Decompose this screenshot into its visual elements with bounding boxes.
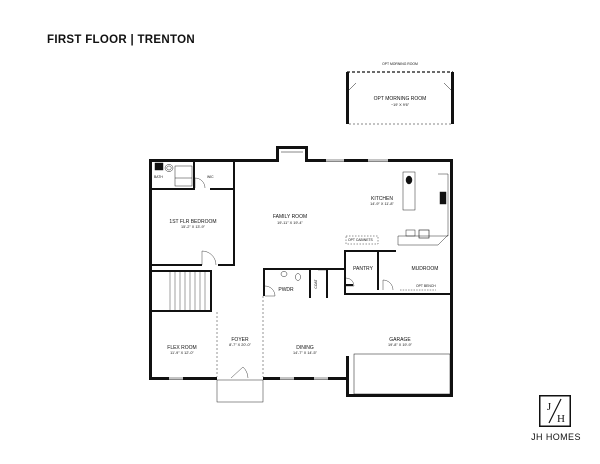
logo-letter-h: H: [557, 413, 565, 425]
dining-dim: 14'-7" X 14'-5": [293, 351, 318, 355]
windows: [169, 151, 388, 380]
bedroom-dim: 15'-2" X 13'-9": [181, 225, 206, 229]
fixtures: [154, 162, 451, 403]
family-room-label: FAMILY ROOM: [273, 214, 307, 220]
brand-name: JH HOMES: [531, 432, 581, 442]
bedroom-label: 1ST FLR BEDROOM: [169, 219, 216, 225]
foyer-label: FOYER: [231, 337, 249, 343]
coat-label: COAT: [314, 279, 318, 288]
jh-logo-icon: J H: [539, 395, 571, 427]
family-room-dim: 19'-11" X 19'-4": [277, 221, 303, 225]
doors: [194, 177, 394, 379]
garage-dim: 19'-8" X 19'-9": [388, 343, 413, 347]
pantry-label: PANTRY: [353, 266, 373, 272]
interior-walls: [152, 162, 453, 312]
flex-room-label: FLEX ROOM: [167, 345, 196, 351]
flex-room-dim: 11'-9" X 12'-0": [170, 351, 194, 355]
kitchen-label: KITCHEN: [371, 196, 393, 202]
foyer-dim: 8'-7" X 20'-0": [229, 343, 252, 347]
pwdr-label: PWDR: [278, 287, 294, 293]
dining-label: DINING: [296, 345, 314, 351]
opt-cabinets-label: OPT CABINETS: [348, 238, 374, 242]
morning-room-header: OPT MORNING ROOM: [382, 62, 418, 66]
garage-label: GARAGE: [389, 337, 411, 343]
mudroom-label: MUDROOM: [412, 266, 439, 272]
exterior-walls: [149, 146, 453, 397]
morning-room-label: OPT MORNING ROOM: [374, 96, 427, 102]
morning-room-dim: ~19' X 9'6": [391, 103, 410, 107]
logo-letter-j: J: [547, 401, 552, 413]
bath-label: BATH: [154, 175, 163, 179]
kitchen-dim: 14'-9" X 11'-8": [370, 202, 394, 206]
opt-bench-label: OPT BENCH: [416, 284, 436, 288]
page-title: FIRST FLOOR | TRENTON: [47, 34, 195, 46]
wic-label: WIC: [207, 175, 214, 179]
morning-room: [346, 71, 454, 125]
